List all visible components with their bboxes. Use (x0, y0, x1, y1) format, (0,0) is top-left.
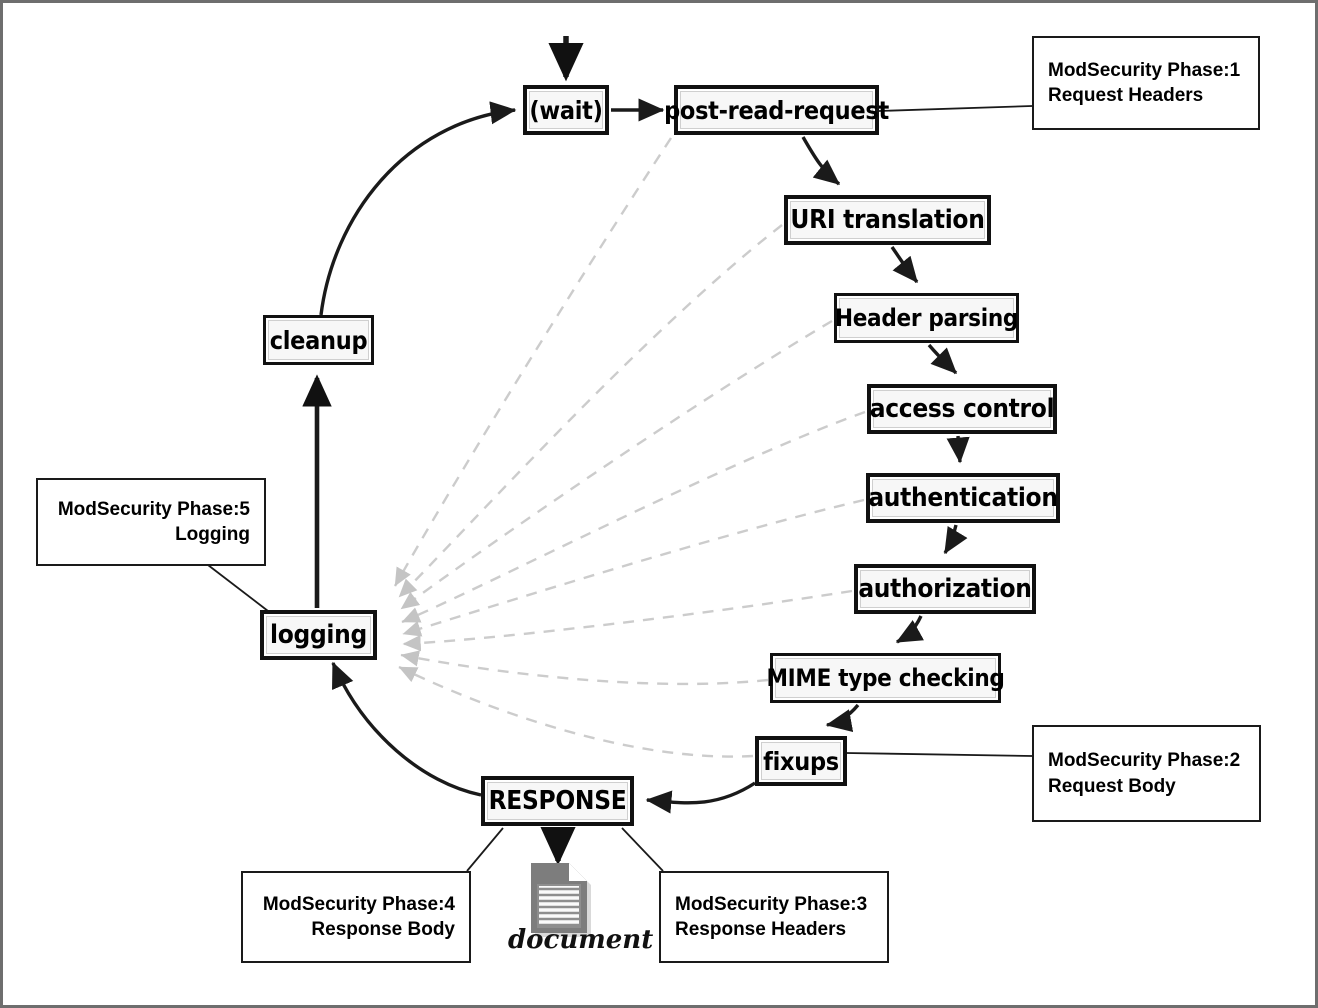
dashed-edge-authorization (402, 589, 853, 652)
edge-fixups-to-response (645, 781, 756, 814)
callout-phase-2: ModSecurity Phase:2 Request Body (1032, 725, 1261, 822)
node-logging-label: logging (270, 620, 367, 650)
callout-phase-5-line2: Logging (175, 524, 250, 545)
edge-access-control-to-authentication (946, 435, 970, 464)
edge-response-to-logging (331, 661, 482, 797)
edge-authorization-to-mime-type-checking (895, 615, 925, 644)
node-fixups[interactable]: fixups (755, 736, 847, 786)
callout-phase-3-line2: Response Headers (675, 919, 847, 940)
dashed-edge-access-control (401, 410, 866, 624)
node-mime-type-checking-label: MIME type checking (766, 664, 1005, 692)
node-cleanup[interactable]: cleanup (263, 315, 374, 365)
document-icon (531, 863, 591, 937)
callout-phase-4-line2: Response Body (311, 919, 455, 940)
callout-phase-1: ModSecurity Phase:1 Request Headers (1032, 36, 1260, 130)
leader-phase4 (466, 827, 504, 872)
callout-phase-5-line1: ModSecurity Phase:5 (57, 498, 250, 520)
node-wait[interactable]: (wait) (523, 85, 609, 135)
callout-phase-3: ModSecurity Phase:3 Response Headers (659, 871, 889, 963)
node-uri-translation[interactable]: URI translation (784, 195, 991, 245)
edge-post-read-request-to-uri-translation (801, 136, 841, 186)
dashed-edge-mime-type (400, 650, 769, 686)
edge-cleanup-to-wait (319, 101, 517, 316)
dashed-edge-header-parsing (400, 319, 833, 610)
node-logging[interactable]: logging (260, 610, 377, 660)
dashed-edge-fixups (398, 665, 754, 758)
node-response-label: RESPONSE (488, 786, 627, 816)
dashed-edge-post-read-request (393, 137, 673, 587)
callout-phase-1-line1: ModSecurity Phase:1 (1048, 59, 1241, 81)
edge-authentication-to-authorization (943, 524, 968, 555)
node-header-parsing-label: Header parsing (834, 304, 1019, 332)
node-authentication[interactable]: authentication (866, 473, 1060, 523)
dashed-edge-authentication (402, 498, 865, 637)
node-authorization-label: authorization (858, 574, 1032, 604)
leader-phase3 (621, 827, 664, 872)
edge-mime-type-checking-to-fixups (825, 703, 860, 732)
callout-phase-1-line2: Request Headers (1048, 85, 1204, 106)
solid-flow-edges (302, 36, 970, 866)
node-access-control[interactable]: access control (867, 384, 1057, 434)
node-access-control-label: access control (869, 394, 1055, 424)
node-uri-translation-label: URI translation (790, 205, 985, 235)
node-response[interactable]: RESPONSE (481, 776, 634, 826)
node-fixups-label: fixups (763, 746, 839, 776)
dashed-edge-uri-translation (398, 224, 783, 598)
edge-uri-translation-to-header-parsing (890, 246, 919, 284)
leader-phase5 (207, 564, 269, 612)
callout-phase-3-line1: ModSecurity Phase:3 (675, 893, 868, 915)
node-post-read-request-label: post-read-request (664, 95, 889, 125)
node-cleanup-label: cleanup (269, 325, 368, 355)
callout-phase-2-line1: ModSecurity Phase:2 (1048, 750, 1241, 772)
node-post-read-request[interactable]: post-read-request (664, 85, 889, 135)
node-mime-type-checking[interactable]: MIME type checking (766, 653, 1005, 703)
callout-phase-2-line2: Request Body (1048, 775, 1176, 797)
node-header-parsing[interactable]: Header parsing (834, 293, 1019, 343)
callout-phase-5: ModSecurity Phase:5 Logging (36, 478, 266, 566)
callout-phase-4: ModSecurity Phase:4 Response Body (241, 871, 471, 963)
leader-phase1 (878, 105, 1033, 112)
document-icon-label: document (508, 925, 654, 955)
node-authorization[interactable]: authorization (854, 564, 1036, 614)
edge-header-parsing-to-access-control (927, 343, 958, 375)
node-authentication-label: authentication (868, 483, 1058, 513)
node-wait-label: (wait) (529, 95, 603, 125)
leader-phase2 (845, 752, 1033, 757)
callout-phase-4-line1: ModSecurity Phase:4 (262, 893, 455, 915)
